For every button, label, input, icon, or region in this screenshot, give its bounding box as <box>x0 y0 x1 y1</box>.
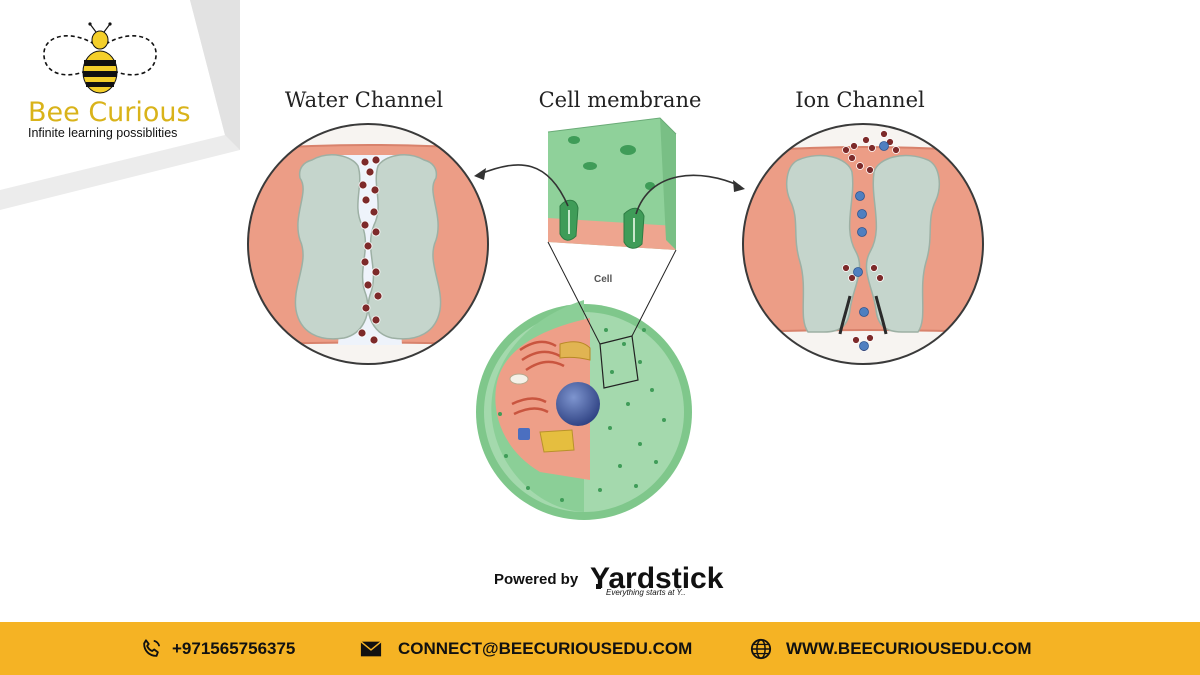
cell-membrane-label: Cell membrane <box>539 88 702 112</box>
footer-bar: +971565756375 CONNECT@BEECURIOUSEDU.COM … <box>0 622 1200 675</box>
zoom-line-right <box>631 249 677 337</box>
water-molecules <box>357 155 383 345</box>
logo-banner <box>0 0 240 210</box>
ion-water-molecules <box>842 130 900 352</box>
phone-contact[interactable]: +971565756375 <box>140 622 295 675</box>
powered-by-text: Powered by <box>494 571 579 588</box>
phone-number: +971565756375 <box>172 638 296 658</box>
globe-icon <box>750 638 772 659</box>
arrows <box>479 164 741 215</box>
email-address: CONNECT@BEECURIOUSEDU.COM <box>398 638 693 658</box>
ion-particles <box>853 141 889 351</box>
ion-channel-label: Ion Channel <box>795 88 925 112</box>
powered-by: Powered by Yardstick Everything starts a… <box>494 562 724 597</box>
yardstick-dot <box>596 584 601 589</box>
brand-name: Bee Curious <box>28 97 191 128</box>
ion-channel-circle <box>742 123 984 365</box>
arrowhead-right <box>733 180 745 192</box>
cell-label: Cell <box>594 274 613 285</box>
brand-tagline: Infinite learning possiblities <box>28 126 177 140</box>
arrowhead-left <box>474 168 486 180</box>
water-channel-label: Water Channel <box>285 88 443 112</box>
website-url: WWW.BEECURIOUSEDU.COM <box>786 638 1032 658</box>
email-contact[interactable]: CONNECT@BEECURIOUSEDU.COM <box>360 622 692 675</box>
envelope-icon <box>360 640 382 656</box>
zoom-line-left <box>547 241 601 345</box>
phone-icon <box>143 638 161 657</box>
bee-logo <box>43 22 157 94</box>
yardstick-logo: Yardstick <box>590 562 724 595</box>
yardstick-tagline: Everything starts at Y.. <box>606 588 686 597</box>
water-channel-circle <box>247 123 489 365</box>
arrow-to-water-channel <box>479 164 569 207</box>
website-contact[interactable]: WWW.BEECURIOUSEDU.COM <box>750 622 1032 675</box>
arrow-to-ion-channel <box>635 174 741 215</box>
membrane-block <box>547 117 677 250</box>
zoom-box <box>599 335 639 389</box>
cell-illustration <box>476 241 692 520</box>
